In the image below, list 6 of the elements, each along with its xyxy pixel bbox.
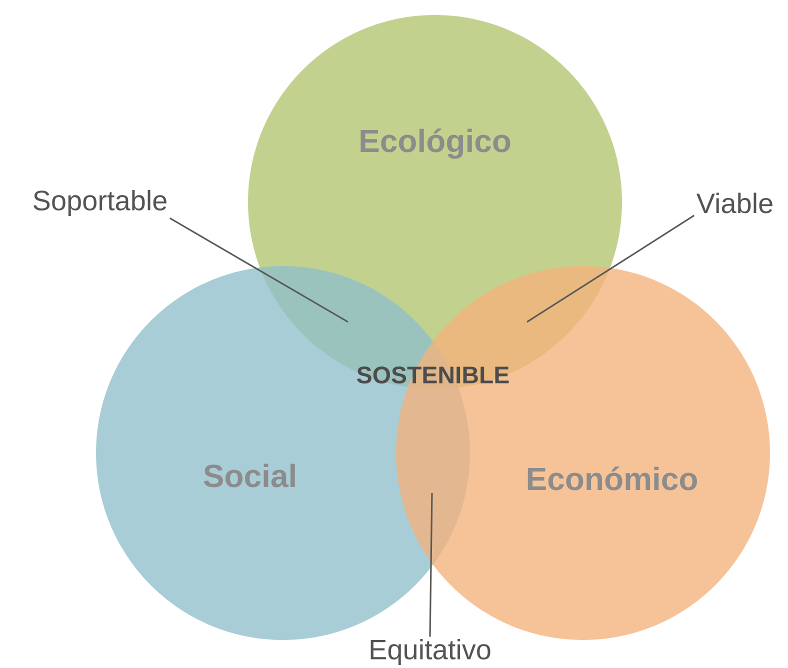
- leader-line: [170, 218, 348, 323]
- callout-text: Viable: [696, 192, 772, 214]
- leader-line: [429, 492, 433, 637]
- callout-text: Soportable: [34, 190, 166, 216]
- callout-text: Equitativo: [370, 638, 490, 666]
- leader-line: [526, 214, 695, 323]
